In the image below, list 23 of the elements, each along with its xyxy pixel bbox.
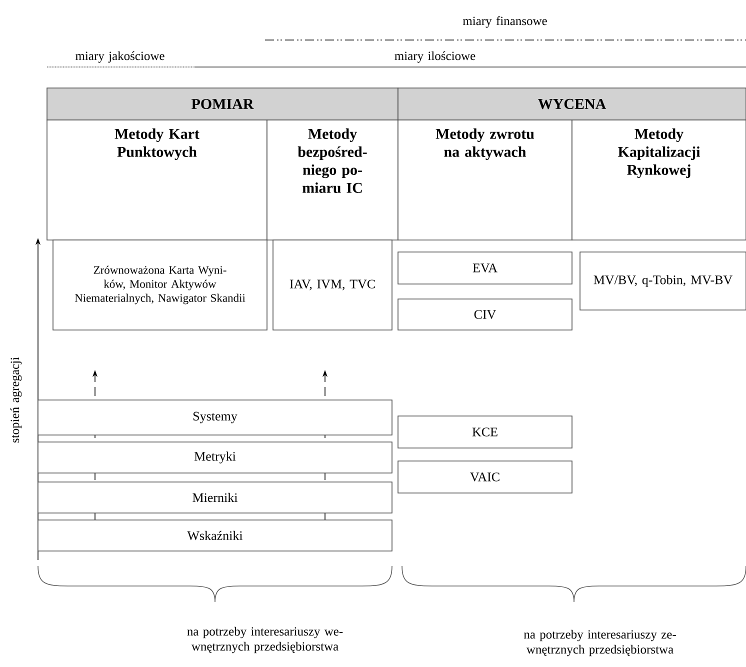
measure-label: miary ilościowe <box>394 51 476 63</box>
column-header: Metody Kart Punktowych <box>46 120 268 240</box>
level-box: Mierniki <box>38 482 392 514</box>
level-box: Systemy <box>38 400 392 436</box>
brace-label: na potrzeby interesariuszy ze-wnętrznych przedsiębiorstwa <box>524 630 676 656</box>
level-box: Wskaźniki <box>38 520 392 552</box>
method-box: KCE <box>398 416 572 448</box>
axis-label: stopień agregacji <box>10 357 22 443</box>
method-box: MV/BV, q-Tobin, MV-BV <box>580 252 746 310</box>
section-header: WYCENA <box>398 88 746 120</box>
column-header: Metody zwrotu na aktywach <box>398 120 572 240</box>
measure-label: miary finansowe <box>462 16 547 28</box>
method-box: CIV <box>398 298 572 330</box>
method-box: Zrównoważona Karta Wyni-ków, Monitor Aktywów Niematerialnych, Nawigator Skandii <box>52 240 268 330</box>
method-box: IAV, IVM, TVC <box>272 240 392 330</box>
brace-label: na potrzeby interesariuszy we-wnętrznych przedsiębiorstwa <box>187 626 343 654</box>
method-box: VAIC <box>398 460 572 494</box>
section-header: POMIAR <box>46 88 398 120</box>
level-box: Metryki <box>38 442 392 474</box>
column-header: Metody bezpośred-niego po-miaru IC <box>266 120 398 240</box>
column-header: Metody Kapitalizacji Rynkowej <box>572 120 746 240</box>
measure-label: miary jakościowe <box>76 51 164 63</box>
method-box: EVA <box>398 252 572 284</box>
